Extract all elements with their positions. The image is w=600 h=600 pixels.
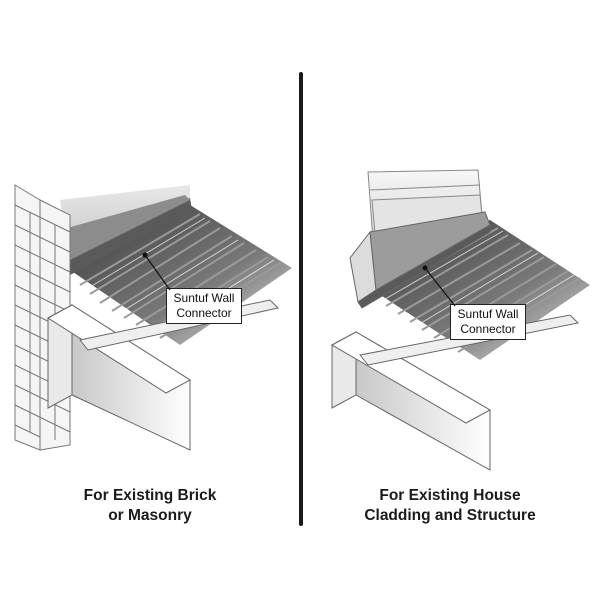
panel-divider [299, 72, 303, 526]
callout-line-2: Connector [176, 306, 232, 320]
wall-connector-flashing [65, 198, 192, 275]
wall-connector-callout: Suntuf Wall Connector [450, 304, 526, 340]
caption-line-1: For Existing House [379, 487, 521, 504]
left-caption: For Existing Brick or Masonry [0, 486, 300, 526]
callout-line-1: Suntuf Wall [457, 307, 519, 321]
callout-line-1: Suntuf Wall [173, 291, 235, 305]
callout-line-2: Connector [460, 322, 516, 336]
caption-line-2: or Masonry [108, 507, 192, 524]
right-panel-house-cladding: Suntuf Wall Connector For Existing House… [300, 0, 600, 600]
right-caption: For Existing House Cladding and Structur… [300, 486, 600, 526]
rafter-beams [47, 299, 279, 451]
left-panel-brick-masonry: Suntuf Wall Connector For Existing Brick… [0, 184, 300, 526]
caption-line-1: For Existing Brick [83, 487, 217, 504]
rafter-beams [330, 314, 580, 471]
caption-line-2: Cladding and Structure [364, 507, 536, 524]
house-cladding-illustration [330, 169, 590, 471]
wall-connector-callout: Suntuf Wall Connector [166, 288, 242, 324]
